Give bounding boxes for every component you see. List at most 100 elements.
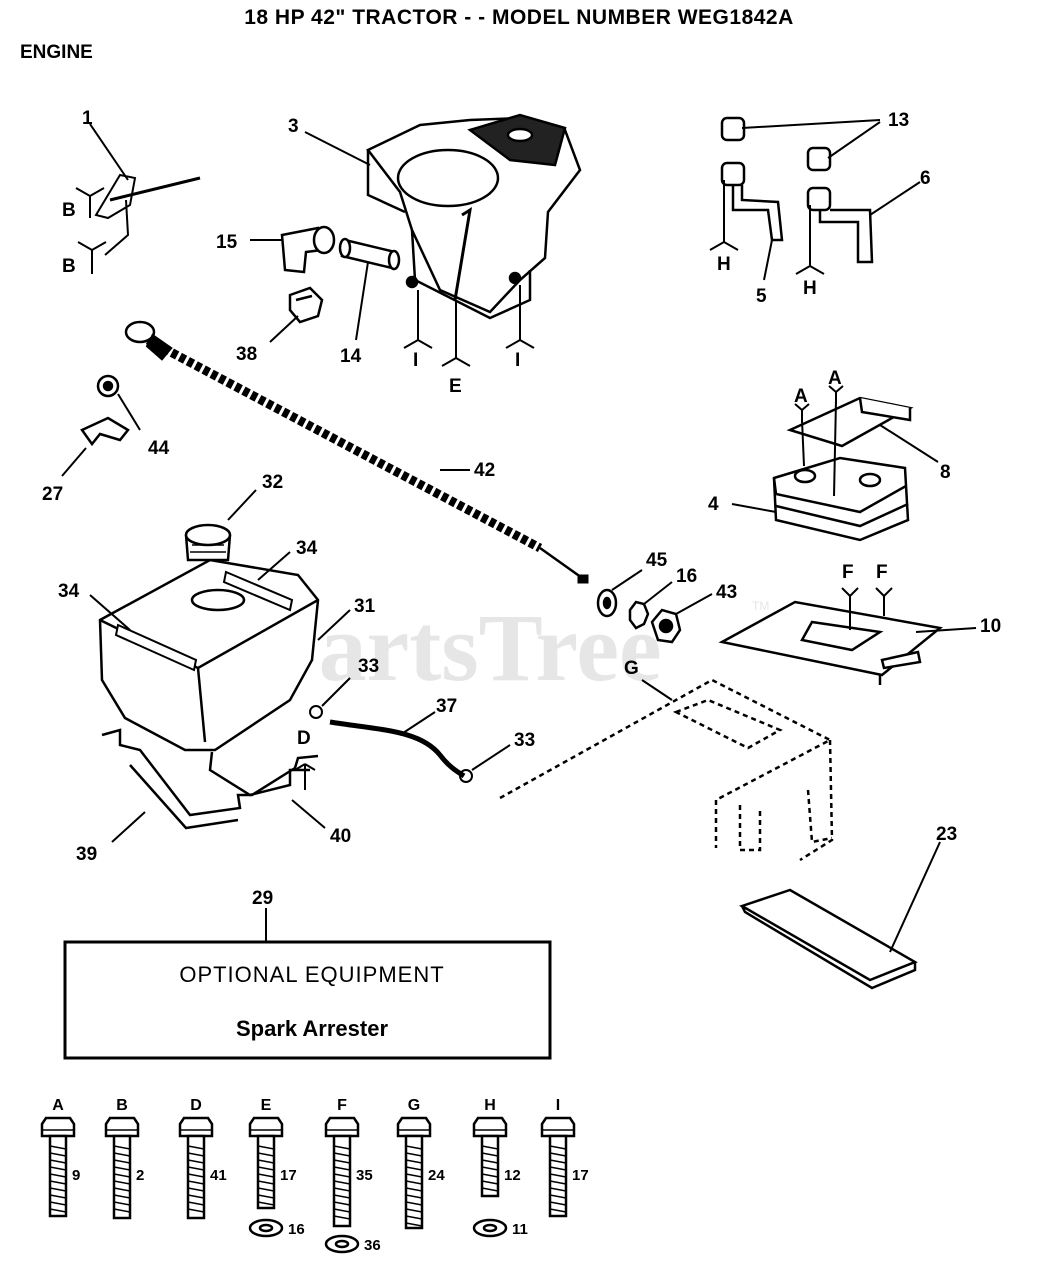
fastener-ref-i1 (403, 290, 433, 349)
hardware-letter: F (337, 1097, 347, 1114)
part-16-lockwasher (628, 600, 650, 630)
ref-f1: F (842, 562, 854, 583)
fastener-ref-d (294, 763, 316, 790)
part-14-nipple (338, 237, 401, 271)
part-13-clamps (720, 116, 832, 212)
callout-44: 44 (148, 438, 170, 459)
watermark: PartsTree (260, 594, 662, 701)
part-1-bracket (89, 123, 201, 256)
callout-37: 37 (436, 696, 457, 717)
section-label: ENGINE (20, 42, 93, 63)
callout-45: 45 (646, 550, 668, 571)
bolt-icon (396, 1116, 432, 1230)
callout-34a: 34 (296, 538, 318, 559)
hardware-letter: H (484, 1097, 496, 1114)
hardware-letter: E (261, 1097, 272, 1114)
leader-5 (763, 239, 773, 281)
hardware-part-number: 9 (72, 1167, 80, 1184)
callout-42: 42 (474, 460, 495, 481)
callout-32: 32 (262, 472, 283, 493)
leader-38 (269, 315, 299, 343)
callout-1: 1 (82, 108, 93, 129)
part-15-elbow (280, 225, 336, 274)
optional-heading: OPTIONAL EQUIPMENT (179, 962, 444, 987)
leader-33b (471, 744, 511, 771)
part-3-engine (366, 113, 582, 320)
part-27-clamp (80, 416, 130, 447)
hardware-item-i: I17 (540, 1097, 589, 1218)
callout-38: 38 (236, 344, 257, 365)
part-33-grommet-a (309, 705, 323, 719)
leader-31 (317, 609, 351, 641)
ref-i1: I (413, 350, 418, 371)
ref-e: E (449, 376, 462, 397)
bolt-icon (248, 1116, 284, 1210)
bolt-icon (324, 1116, 360, 1228)
leader-3 (304, 131, 371, 166)
leader-23 (889, 841, 941, 953)
leader-14 (355, 261, 369, 341)
leader-34a (257, 551, 291, 581)
callout-33a: 33 (358, 656, 379, 677)
leader-13b (827, 121, 881, 159)
optional-item: Spark Arrester (236, 1016, 388, 1041)
fastener-ref-h2 (795, 205, 825, 275)
hardware-letter: B (116, 1097, 128, 1114)
washer-icon (324, 1234, 360, 1254)
callout-16: 16 (676, 566, 697, 587)
part-38-plug (288, 286, 324, 324)
part-42-cable (124, 320, 589, 584)
leader-39 (111, 811, 146, 843)
part-5-hose (731, 185, 784, 242)
diagram-title: 18 HP 42" TRACTOR - - MODEL NUMBER WEG18… (244, 6, 794, 29)
callout-14: 14 (340, 346, 362, 367)
ref-a2: A (828, 368, 842, 389)
hardware-item-e: E 17 16 (248, 1097, 305, 1238)
leader-43 (675, 593, 713, 615)
washer-part-number: 36 (364, 1237, 381, 1254)
washer-part-number: 16 (288, 1221, 305, 1238)
fastener-ref-i2 (505, 285, 535, 349)
hardware-letter: D (190, 1097, 202, 1114)
leader-6 (869, 181, 921, 216)
leader-27 (61, 447, 87, 477)
part-44-nut (96, 374, 120, 398)
callout-40: 40 (330, 826, 351, 847)
callout-15: 15 (216, 232, 238, 253)
leader-8 (879, 424, 939, 463)
hardware-item-g: G24 (396, 1097, 445, 1230)
callout-23: 23 (936, 824, 957, 845)
bolt-icon (104, 1116, 140, 1220)
ref-i2: I (515, 350, 520, 371)
part-34-strip-a (222, 570, 294, 612)
ref-d: D (297, 728, 311, 749)
callout-27: 27 (42, 484, 63, 505)
fastener-ref-f2 (875, 587, 893, 616)
part-34-strip-b (114, 623, 198, 672)
callout-34b: 34 (58, 581, 80, 602)
tractor-frame (499, 678, 834, 862)
optional-equipment-box (63, 940, 552, 1060)
fastener-ref-b2 (77, 241, 107, 274)
callout-3: 3 (288, 116, 299, 137)
leader-32 (227, 489, 257, 521)
leader-37 (399, 711, 436, 736)
leader-g (641, 679, 673, 701)
washer-part-number: 11 (512, 1221, 528, 1238)
hardware-part-number: 17 (280, 1167, 297, 1184)
callout-33b: 33 (514, 730, 535, 751)
part-10-shield (718, 600, 943, 685)
part-8-bolts (801, 399, 837, 497)
hardware-item-b: B2 (104, 1097, 144, 1220)
part-4-muffler (772, 456, 910, 542)
part-31-fuel-tank (98, 558, 320, 752)
hardware-item-a: A9 (40, 1097, 80, 1218)
bolt-icon (178, 1116, 214, 1220)
hardware-part-number: 2 (136, 1167, 144, 1184)
leader-45 (611, 569, 643, 591)
leader-13a (741, 119, 881, 129)
fastener-ref-e (441, 300, 471, 367)
hardware-part-number: 24 (428, 1167, 445, 1184)
fastener-ref-a2 (828, 385, 844, 404)
